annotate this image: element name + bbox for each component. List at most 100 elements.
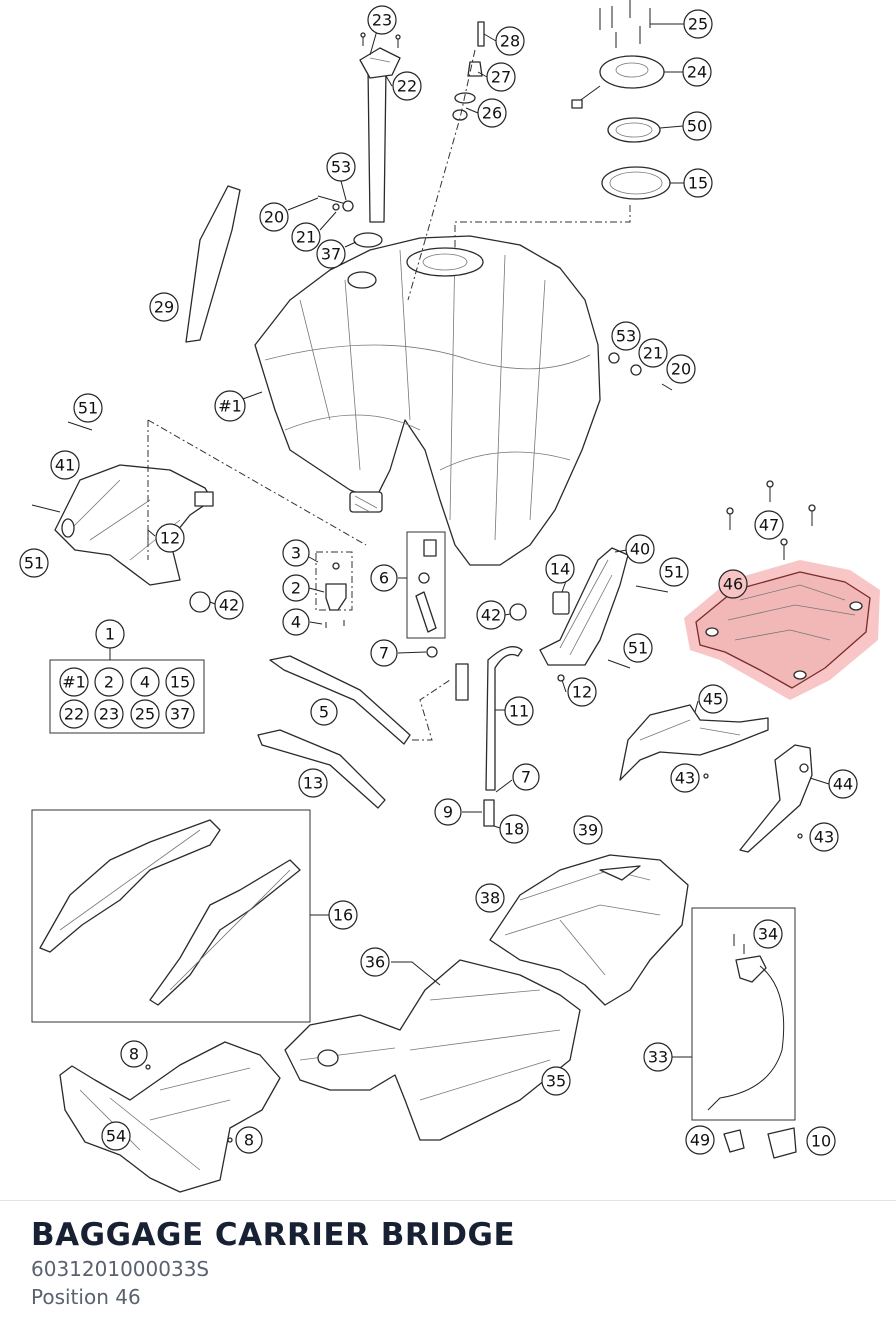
hose-29[interactable] [185,185,241,343]
callout-21-left[interactable]: 21 [291,222,321,252]
callout-29[interactable]: 29 [149,292,179,322]
kit-callout-2[interactable]: 2 [94,667,124,697]
callout-23[interactable]: 23 [367,5,397,35]
fuel-pump-tube[interactable] [359,47,401,223]
callout-14[interactable]: 14 [545,554,575,584]
callout-42-a[interactable]: 42 [214,590,244,620]
svg-text:34: 34 [758,925,778,944]
callout-1[interactable]: 1 [95,619,125,649]
callout-3[interactable]: 3 [282,539,310,567]
callout-53-right[interactable]: 53 [611,321,641,351]
svg-text:23: 23 [99,705,119,724]
callout-22[interactable]: 22 [392,71,422,101]
callout-8-a[interactable]: 8 [120,1040,148,1068]
brackets-5-13[interactable] [257,655,451,809]
kit-callout-3[interactable]: 4 [130,667,160,697]
callout-47[interactable]: 47 [754,510,784,540]
callout-42-b[interactable]: 42 [476,600,506,630]
callout-51-a[interactable]: 51 [73,393,103,423]
callout-24[interactable]: 24 [682,57,712,87]
callout-2[interactable]: 2 [282,574,310,602]
callout-34[interactable]: 34 [753,919,783,949]
callout-43-b[interactable]: 43 [809,822,839,852]
side-rails-16[interactable] [39,819,301,1006]
callout-21-right[interactable]: 21 [638,338,668,368]
fuel-cap-assembly[interactable] [454,0,671,248]
kit-box [49,659,205,734]
callout-tank-1[interactable]: #1 [214,390,246,422]
callout-35[interactable]: 35 [541,1066,571,1096]
screw-washer-left [317,195,383,248]
cable-33[interactable] [707,934,797,1159]
callout-25[interactable]: 25 [683,9,713,39]
kit-callout-5[interactable]: 22 [59,699,89,729]
callout-46[interactable]: 46 [718,569,748,599]
callout-20-right[interactable]: 20 [666,354,696,384]
callout-37[interactable]: 37 [316,239,346,269]
callout-11[interactable]: 11 [504,696,534,726]
part-title: BAGGAGE CARRIER BRIDGE [31,1217,516,1253]
svg-text:#1: #1 [62,673,86,692]
part-number: 6031201000033S [31,1257,210,1281]
callout-8-b[interactable]: 8 [235,1126,263,1154]
callout-4[interactable]: 4 [282,608,310,636]
callout-43-a[interactable]: 43 [670,763,700,793]
callout-5[interactable]: 5 [310,698,338,726]
breather-hose-assembly[interactable] [407,21,485,301]
kit-callout-7[interactable]: 25 [130,699,160,729]
kit-callout-6[interactable]: 23 [94,699,124,729]
svg-text:33: 33 [648,1048,668,1067]
side-panel-41[interactable] [31,421,214,613]
kit-callout-1[interactable]: #1 [59,667,89,697]
callout-51-d[interactable]: 51 [623,633,653,663]
svg-text:20: 20 [671,360,691,379]
callout-51-b[interactable]: 51 [19,548,49,578]
callout-10[interactable]: 10 [806,1126,836,1156]
kit-callout-8[interactable]: 37 [165,699,195,729]
callout-39[interactable]: 39 [573,815,603,845]
callout-7-a[interactable]: 7 [370,639,398,667]
cover-54[interactable] [59,1041,281,1193]
svg-text:4: 4 [140,673,150,692]
footrest-44[interactable] [703,744,813,853]
callout-12-b[interactable]: 12 [567,677,597,707]
callout-44[interactable]: 44 [828,769,858,799]
callout-36[interactable]: 36 [360,947,390,977]
callout-18[interactable]: 18 [499,814,529,844]
tube-11[interactable] [426,603,527,827]
callout-16[interactable]: 16 [328,900,358,930]
callout-26[interactable]: 26 [477,98,507,128]
fuel-tank[interactable] [254,235,601,566]
callout-9[interactable]: 9 [434,798,462,826]
callout-7-b[interactable]: 7 [512,763,540,791]
callout-38[interactable]: 38 [475,883,505,913]
baggage-carrier-bridge-46[interactable] [684,480,880,700]
callout-53-left[interactable]: 53 [326,152,356,182]
callout-40[interactable]: 40 [625,534,655,564]
bracket-40[interactable] [539,547,669,682]
callout-27[interactable]: 27 [486,62,516,92]
callout-50[interactable]: 50 [682,111,712,141]
rider-seat-35-36[interactable] [284,959,581,1141]
footrest-bracket-45[interactable] [619,704,769,781]
passenger-seat-38-39[interactable] [489,854,689,1006]
callout-20-left[interactable]: 20 [259,202,289,232]
kit-callout-4[interactable]: 15 [165,667,195,697]
callout-33[interactable]: 33 [643,1042,673,1072]
svg-text:42: 42 [219,596,239,615]
callout-12-a[interactable]: 12 [155,523,185,553]
callout-49[interactable]: 49 [685,1125,715,1155]
svg-text:#1: #1 [218,397,242,416]
svg-text:14: 14 [550,560,570,579]
callout-6[interactable]: 6 [370,564,398,592]
callout-54[interactable]: 54 [101,1121,131,1151]
svg-text:47: 47 [759,516,779,535]
svg-text:26: 26 [482,104,502,123]
callout-15[interactable]: 15 [683,168,713,198]
callout-28[interactable]: 28 [495,26,525,56]
callout-51-c[interactable]: 51 [659,557,689,587]
svg-text:43: 43 [675,769,695,788]
callout-13[interactable]: 13 [298,768,328,798]
callout-41[interactable]: 41 [50,450,80,480]
callout-45[interactable]: 45 [698,684,728,714]
